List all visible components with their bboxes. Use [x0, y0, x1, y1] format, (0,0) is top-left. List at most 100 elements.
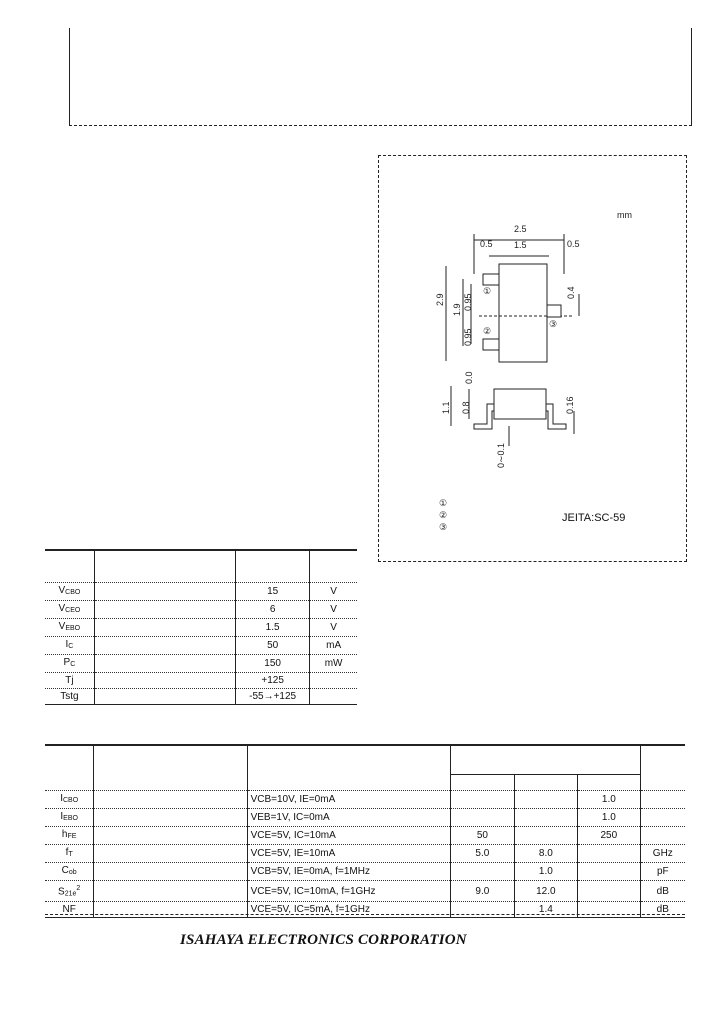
symbol-text: Tj	[65, 674, 74, 686]
footer-rule	[45, 914, 685, 915]
typ-cell: 12.0	[513, 879, 578, 902]
typ-cell: 1.4	[513, 901, 578, 919]
max-cell	[577, 844, 641, 863]
symbol-text: NF	[62, 904, 76, 916]
symbol-text: I	[65, 638, 69, 650]
symbol-subscript: CBO	[62, 797, 79, 804]
unit-cell	[639, 790, 685, 809]
pin-legend-2: ②	[439, 510, 448, 520]
unit-cell	[309, 687, 357, 705]
lead-2	[482, 338, 500, 351]
min-cell	[450, 808, 515, 827]
symbol-text: I	[60, 793, 63, 804]
symbol-cell: Cob	[45, 862, 94, 881]
symbol-text: f	[65, 847, 69, 858]
unit-cell	[639, 808, 685, 827]
symbol-cell: Tstg	[45, 687, 95, 705]
condition-cell: VCE=5V, IC=5mA, f=1GHz	[246, 901, 451, 919]
dim-0-5-right: 0.5	[567, 239, 580, 249]
unit-cell	[639, 826, 685, 845]
dim-2-9: 2.9	[435, 293, 445, 306]
dim-1-1: 1.1	[441, 401, 451, 414]
dim-2-5: 2.5	[514, 224, 527, 234]
dim-0-0: 0.0	[464, 371, 474, 384]
min-cell	[450, 862, 515, 881]
table-row: IEBO VEB=1V, IC=0mA 1.0	[45, 808, 685, 827]
param-cell	[93, 844, 248, 863]
header-frame	[69, 28, 692, 126]
lead-1	[482, 273, 500, 286]
dim-0-95-lower: 0.95	[463, 328, 473, 346]
param-cell	[93, 617, 236, 636]
symbol-superscript: 2	[76, 885, 81, 892]
symbol-cell: IC	[45, 635, 95, 654]
symbol-text: P	[63, 656, 71, 668]
symbol-text: I	[60, 811, 64, 822]
symbol-cell: PC	[45, 653, 95, 672]
symbol-text: Tstg	[60, 690, 79, 702]
param-cell	[93, 687, 236, 705]
symbol-text: S	[58, 886, 65, 898]
unit-cell: dB	[639, 901, 685, 919]
typ-cell	[513, 790, 578, 809]
param-cell	[93, 826, 248, 845]
max-cell: 1.0	[577, 808, 641, 827]
unit-cell: GHz	[639, 844, 685, 863]
param-cell	[93, 635, 236, 654]
condition-cell: VCB=5V, IE=0mA, f=1MHz	[246, 862, 451, 881]
pin-label-2: ②	[483, 326, 492, 336]
jeita-label: JEITA:SC-59	[562, 512, 626, 524]
unit-cell: mW	[309, 653, 357, 672]
symbol-cell: S21e2	[45, 879, 94, 902]
symbol-subscript: EBO	[65, 624, 81, 632]
typ-cell	[513, 808, 578, 827]
param-cell	[93, 653, 236, 672]
unit-cell: V	[309, 617, 357, 636]
table-row: NF VCE=5V, IC=5mA, f=1GHz 1.4 dB	[45, 901, 685, 919]
param-cell	[93, 671, 236, 688]
unit-cell: mA	[309, 635, 357, 654]
typ-cell: 1.0	[513, 862, 578, 881]
symbol-cell: VEBO	[45, 617, 95, 636]
max-cell: 1.0	[577, 790, 641, 809]
dim-0-8: 0.8	[461, 401, 471, 414]
symbol-subscript: C	[70, 660, 76, 668]
symbol-cell: ICBO	[45, 790, 94, 809]
symbol-cell: VCBO	[45, 581, 95, 600]
min-cell: 9.0	[450, 879, 515, 902]
min-cell	[450, 790, 515, 809]
unit-cell: V	[309, 581, 357, 600]
pin-legend-3: ③	[439, 522, 448, 532]
max-cell	[577, 901, 641, 919]
typ-cell: 8.0	[513, 844, 578, 863]
unit-cell	[309, 671, 357, 688]
symbol-cell: hFE	[45, 826, 94, 845]
condition-cell: VCE=5V, IC=10mA, f=1GHz	[246, 879, 451, 902]
unit-label: mm	[617, 210, 632, 220]
symbol-cell: Tj	[45, 671, 95, 688]
dim-1-9: 1.9	[452, 303, 462, 316]
symbol-subscript: EBO	[63, 815, 78, 822]
symbol-subscript: CBO	[65, 588, 81, 596]
pin-legend-1: ①	[439, 498, 448, 508]
condition-cell: VEB=1V, IC=0mA	[246, 808, 451, 827]
lead-3	[546, 304, 562, 318]
rating-value: +125	[235, 671, 310, 688]
min-cell	[450, 901, 515, 919]
min-cell: 50	[450, 826, 515, 845]
pin-label-1: ①	[483, 286, 492, 296]
rating-value: -55→+125	[235, 687, 310, 705]
symbol-subscript: FE	[67, 833, 77, 840]
symbol-text: V	[58, 620, 66, 632]
dim-0-16: 0.16	[565, 396, 575, 414]
condition-cell: VCE=5V, IE=10mA	[246, 844, 451, 863]
dim-0-5-left: 0.5	[480, 239, 493, 249]
rating-value: 50	[235, 635, 310, 654]
symbol-cell: NF	[45, 901, 94, 919]
